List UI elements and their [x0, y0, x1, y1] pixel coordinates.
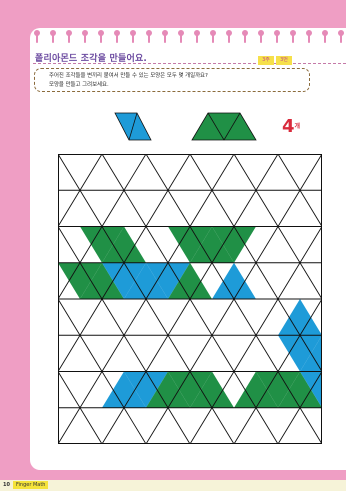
grid-line: [168, 408, 190, 444]
grid-line: [168, 335, 190, 371]
grid-line: [58, 190, 80, 226]
grid-line: [256, 227, 278, 263]
grid-line: [300, 154, 322, 190]
grid-line: [168, 299, 190, 335]
grid-line: [234, 154, 256, 190]
grid-line: [146, 227, 168, 263]
grid-line: [80, 299, 102, 335]
brand-label: Finger Math: [13, 481, 48, 489]
answer-unit: 개: [295, 123, 301, 130]
grid-line: [300, 408, 322, 444]
grid-line: [190, 299, 212, 335]
grid-line: [102, 335, 124, 371]
grid-line: [190, 190, 212, 226]
grid-line: [58, 408, 80, 444]
answer-count: 4개: [282, 118, 300, 136]
grid-line: [102, 154, 124, 190]
grid-line: [102, 299, 124, 335]
grid-line: [212, 299, 234, 335]
grid-line: [256, 335, 278, 371]
grid-line: [102, 190, 124, 226]
grid-line: [234, 408, 256, 444]
grid-line: [146, 299, 168, 335]
grid-line: [212, 154, 234, 190]
grid-line: [124, 299, 146, 335]
grid-line: [80, 154, 102, 190]
grid-line: [58, 335, 80, 371]
grid-line: [278, 263, 300, 299]
grid-line: [124, 154, 146, 190]
grid-line: [124, 190, 146, 226]
colored-triangle: [212, 263, 256, 299]
grid-line: [146, 190, 168, 226]
grid-line: [234, 299, 256, 335]
grid-line: [234, 190, 256, 226]
grid-line: [80, 335, 102, 371]
grid-line: [190, 408, 212, 444]
grid-line: [234, 335, 256, 371]
grid-line: [300, 190, 322, 226]
answer-number: 4: [282, 116, 295, 137]
grid-line: [300, 263, 322, 299]
grid-line: [190, 154, 212, 190]
grid-line: [278, 190, 300, 226]
grid-line: [300, 227, 322, 263]
grid-line: [146, 335, 168, 371]
grid-line: [256, 190, 278, 226]
grid-line: [146, 408, 168, 444]
grid-line: [58, 299, 80, 335]
grid-line: [190, 335, 212, 371]
grid-line: [256, 263, 278, 299]
grid-line: [80, 408, 102, 444]
grid-line: [212, 190, 234, 226]
grid-line: [168, 154, 190, 190]
grid-line: [58, 372, 80, 408]
grid-colored-cells: [58, 227, 322, 408]
grid-line: [168, 190, 190, 226]
grid-line: [124, 335, 146, 371]
grid-line: [212, 335, 234, 371]
grid-line: [146, 154, 168, 190]
grid-line: [256, 408, 278, 444]
green-trapezoid-piece: [192, 113, 256, 140]
grid-line: [58, 154, 80, 190]
page-number: 10: [3, 482, 10, 488]
grid-line: [278, 154, 300, 190]
grid-line: [212, 408, 234, 444]
grid-line: [58, 227, 80, 263]
grid-line: [102, 408, 124, 444]
grid-line: [80, 372, 102, 408]
grid-line: [278, 227, 300, 263]
grid-line: [256, 154, 278, 190]
triangle-grid: [58, 154, 322, 444]
grid-line: [124, 408, 146, 444]
grid-line: [256, 299, 278, 335]
grid-line: [278, 408, 300, 444]
footer: 10 Finger Math: [0, 480, 346, 491]
colored-triangle: [278, 299, 322, 335]
grid-line: [80, 190, 102, 226]
